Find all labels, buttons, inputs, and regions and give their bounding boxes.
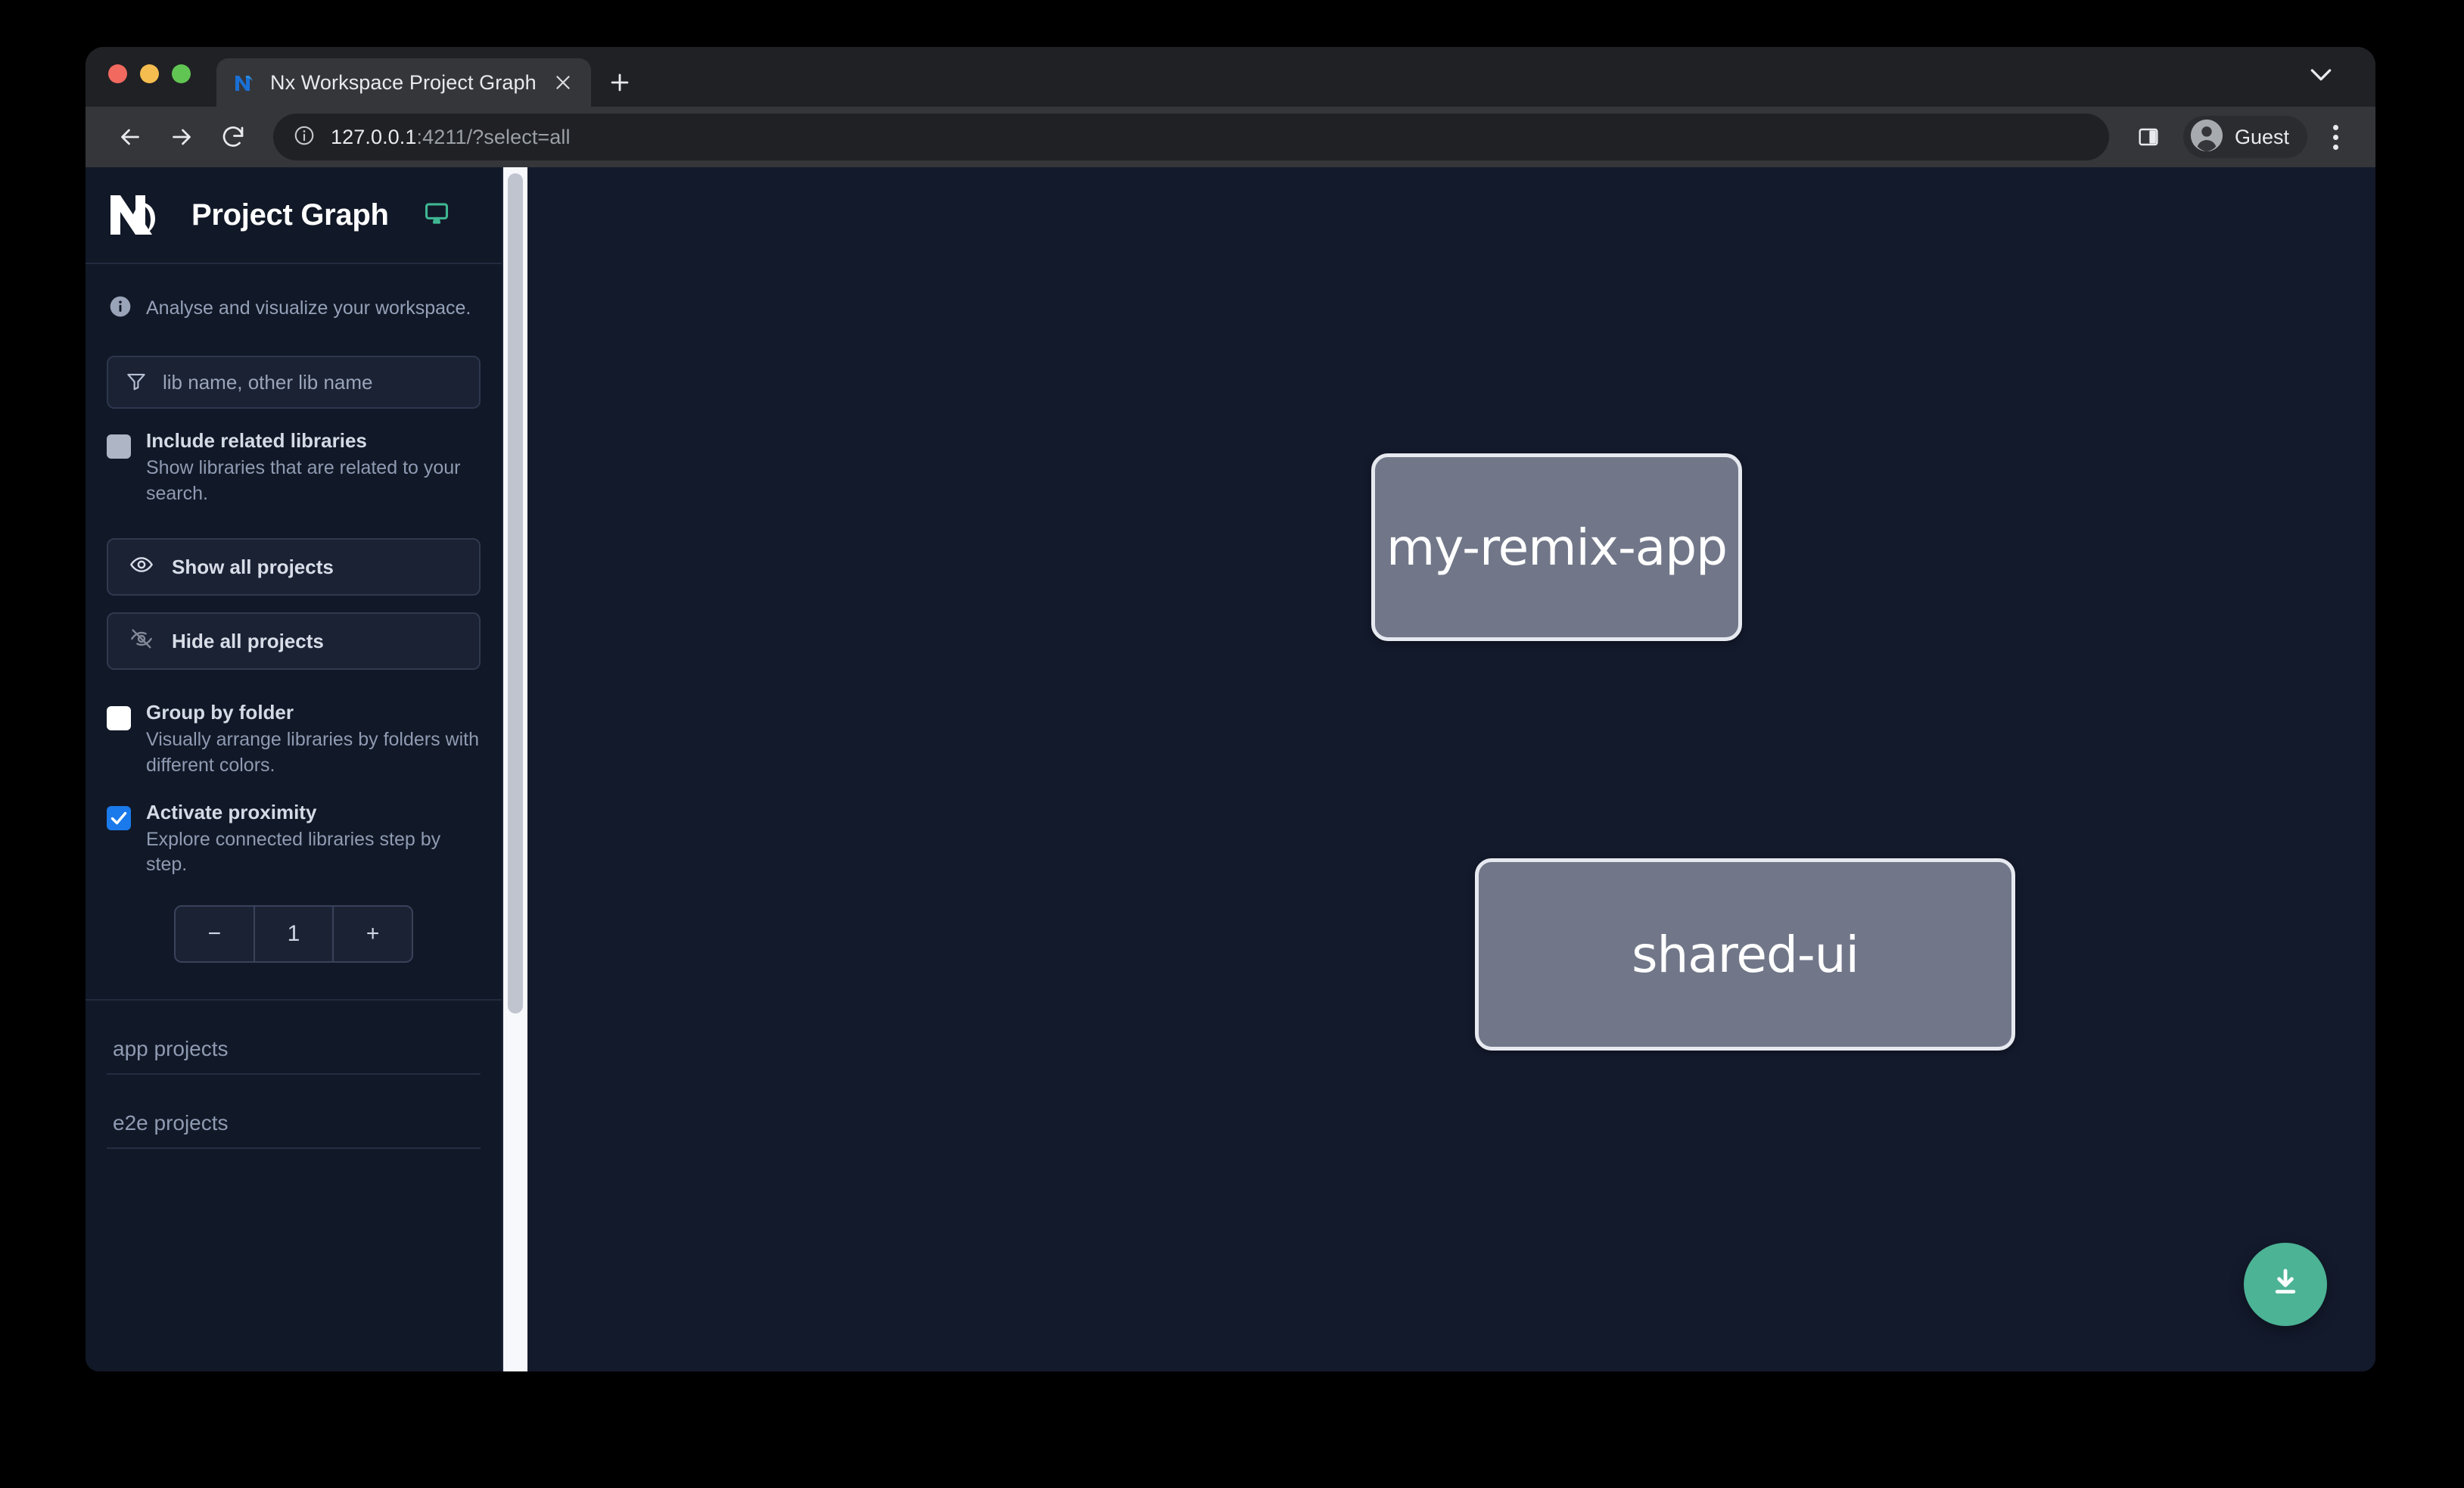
nx-logo-icon: [233, 71, 257, 95]
sidebar-header: Project Graph: [86, 167, 502, 264]
option-description: Explore connected libraries step by step…: [146, 828, 441, 876]
browser-tab-title: Nx Workspace Project Graph: [270, 70, 537, 94]
sidebar-section-e2e-projects[interactable]: e2e projects: [107, 1075, 481, 1150]
site-info-icon[interactable]: [293, 124, 316, 151]
browser-tab[interactable]: Nx Workspace Project Graph: [216, 58, 591, 107]
search-input[interactable]: [163, 370, 479, 394]
checkbox-include-related-libraries[interactable]: [107, 434, 131, 459]
search-filter-box[interactable]: [107, 356, 481, 409]
project-visibility-buttons: Show all projects Hide all projects: [86, 538, 502, 671]
person-avatar-icon: [2189, 118, 2224, 157]
address-bar[interactable]: 127.0.0.1:4211/?select=all: [273, 114, 2109, 160]
checkbox-group-by-folder[interactable]: [107, 706, 131, 731]
graph-node-my-remix-app[interactable]: my-remix-app: [1371, 453, 1742, 641]
address-bar-host: 127.0.0.1: [331, 125, 417, 148]
page-title: Project Graph: [191, 198, 389, 232]
minimize-window-button[interactable]: [140, 64, 159, 83]
close-icon[interactable]: [550, 70, 576, 95]
option-description: Show libraries that are related to your …: [146, 456, 461, 504]
proximity-increment-button[interactable]: +: [332, 907, 412, 962]
sidebar-section-app-projects[interactable]: app projects: [107, 1001, 481, 1076]
eye-slash-icon: [129, 627, 154, 656]
monitor-icon[interactable]: [424, 201, 450, 230]
option-include-related-libraries[interactable]: Include related libraries Show libraries…: [86, 429, 502, 506]
option-description: Visually arrange libraries by folders wi…: [146, 729, 480, 777]
sidebar-divider: [86, 999, 502, 1001]
chevron-down-icon[interactable]: [2306, 59, 2336, 93]
forward-arrow-icon[interactable]: [158, 114, 205, 160]
filter-funnel-icon: [125, 369, 148, 396]
profile-name: Guest: [2234, 125, 2289, 148]
option-label: Include related libraries: [146, 429, 367, 452]
page-content: Project Graph Analyse and visual: [86, 167, 2375, 1371]
eye-icon: [129, 553, 154, 582]
download-icon: [2267, 1265, 2304, 1305]
proximity-value: 1: [253, 907, 333, 962]
reload-icon[interactable]: [210, 114, 257, 160]
project-graph-canvas[interactable]: my-remix-app shared-ui: [527, 167, 2375, 1371]
window-traffic-lights: [108, 47, 191, 107]
checkbox-activate-proximity[interactable]: [107, 805, 131, 830]
option-group-by-folder[interactable]: Group by folder Visually arrange librari…: [86, 701, 502, 778]
maximize-window-button[interactable]: [172, 64, 191, 83]
sidebar: Project Graph Analyse and visual: [86, 167, 503, 1371]
show-all-projects-button[interactable]: Show all projects: [107, 538, 481, 596]
profile-button[interactable]: Guest: [2182, 116, 2307, 158]
option-label: Group by folder: [146, 701, 294, 724]
project-sections: app projects e2e projects: [86, 1001, 502, 1150]
nx-logo-icon: [108, 193, 166, 237]
option-activate-proximity[interactable]: Activate proximity Explore connected lib…: [86, 800, 502, 878]
sidebar-scrollbar-thumb[interactable]: [508, 173, 523, 1013]
hide-all-projects-button[interactable]: Hide all projects: [107, 612, 481, 671]
hide-all-projects-label: Hide all projects: [172, 629, 324, 652]
proximity-stepper: − 1 +: [174, 905, 413, 963]
browser-tab-strip: Nx Workspace Project Graph: [86, 47, 2375, 107]
info-circle-icon: [108, 294, 132, 322]
sidebar-scrollbar[interactable]: [503, 167, 527, 1371]
address-bar-path: :4211/?select=all: [416, 125, 571, 148]
show-all-projects-label: Show all projects: [172, 555, 334, 578]
back-arrow-icon[interactable]: [107, 114, 154, 160]
side-panel-icon[interactable]: [2127, 116, 2170, 158]
browser-toolbar: 127.0.0.1:4211/?select=all Guest: [86, 107, 2375, 167]
proximity-decrement-button[interactable]: −: [207, 921, 222, 947]
option-label: Activate proximity: [146, 800, 317, 823]
kebab-menu-icon[interactable]: [2318, 116, 2353, 158]
download-graph-button[interactable]: [2244, 1243, 2327, 1326]
new-tab-button[interactable]: [599, 61, 641, 104]
sidebar-tagline-row: Analyse and visualize your workspace.: [86, 264, 502, 322]
browser-window: Nx Workspace Project Graph: [86, 47, 2375, 1371]
sidebar-tagline: Analyse and visualize your workspace.: [146, 297, 471, 319]
address-bar-url: 127.0.0.1:4211/?select=all: [331, 126, 571, 149]
close-window-button[interactable]: [108, 64, 127, 83]
graph-node-shared-ui[interactable]: shared-ui: [1475, 858, 2015, 1051]
graph-edge-layer: [527, 167, 754, 281]
